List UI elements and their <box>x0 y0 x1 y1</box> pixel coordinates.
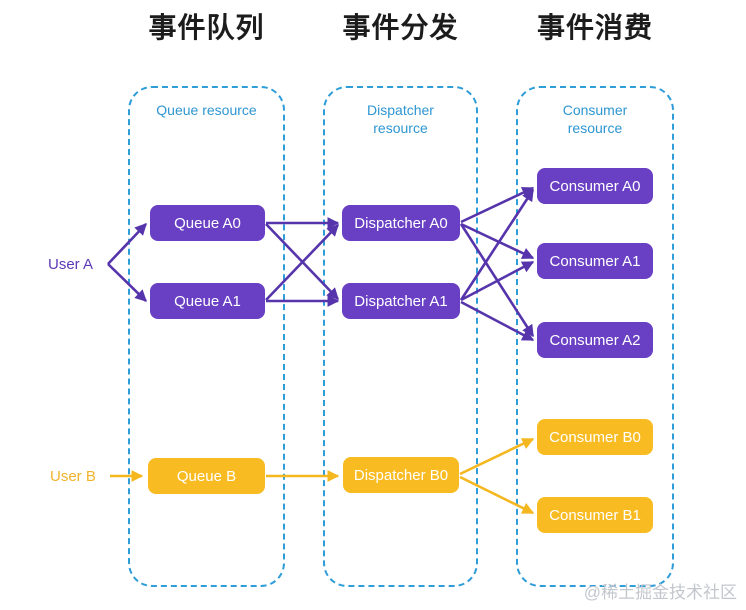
dispatcher-resource-label: Dispatcher resource <box>367 102 434 137</box>
watermark: @稀土掘金技术社区 <box>583 583 737 602</box>
node-queue-b: Queue B <box>148 458 265 494</box>
dispatcher-resource-container: Dispatcher resource <box>323 86 478 587</box>
node-dispatcher-a0: Dispatcher A0 <box>342 205 460 241</box>
column-header-event-queue: 事件队列 <box>148 12 265 43</box>
node-dispatcher-b0: Dispatcher B0 <box>343 457 459 493</box>
node-consumer-b0: Consumer B0 <box>537 419 653 455</box>
node-queue-a0: Queue A0 <box>150 205 265 241</box>
consumer-resource-label: Consumer resource <box>562 102 628 137</box>
node-consumer-b1: Consumer B1 <box>537 497 653 533</box>
column-header-event-consume: 事件消费 <box>536 12 653 43</box>
user-b-label: User B <box>50 468 96 485</box>
column-header-event-dispatch: 事件分发 <box>342 12 459 43</box>
node-queue-a1: Queue A1 <box>150 283 265 319</box>
user-a-label: User A <box>48 256 94 273</box>
queue-resource-container: Queue resource <box>128 86 285 587</box>
node-consumer-a0: Consumer A0 <box>537 168 653 204</box>
node-consumer-a2: Consumer A2 <box>537 322 653 358</box>
queue-resource-label: Queue resource <box>156 102 257 118</box>
node-dispatcher-a1: Dispatcher A1 <box>342 283 460 319</box>
node-consumer-a1: Consumer A1 <box>537 243 653 279</box>
